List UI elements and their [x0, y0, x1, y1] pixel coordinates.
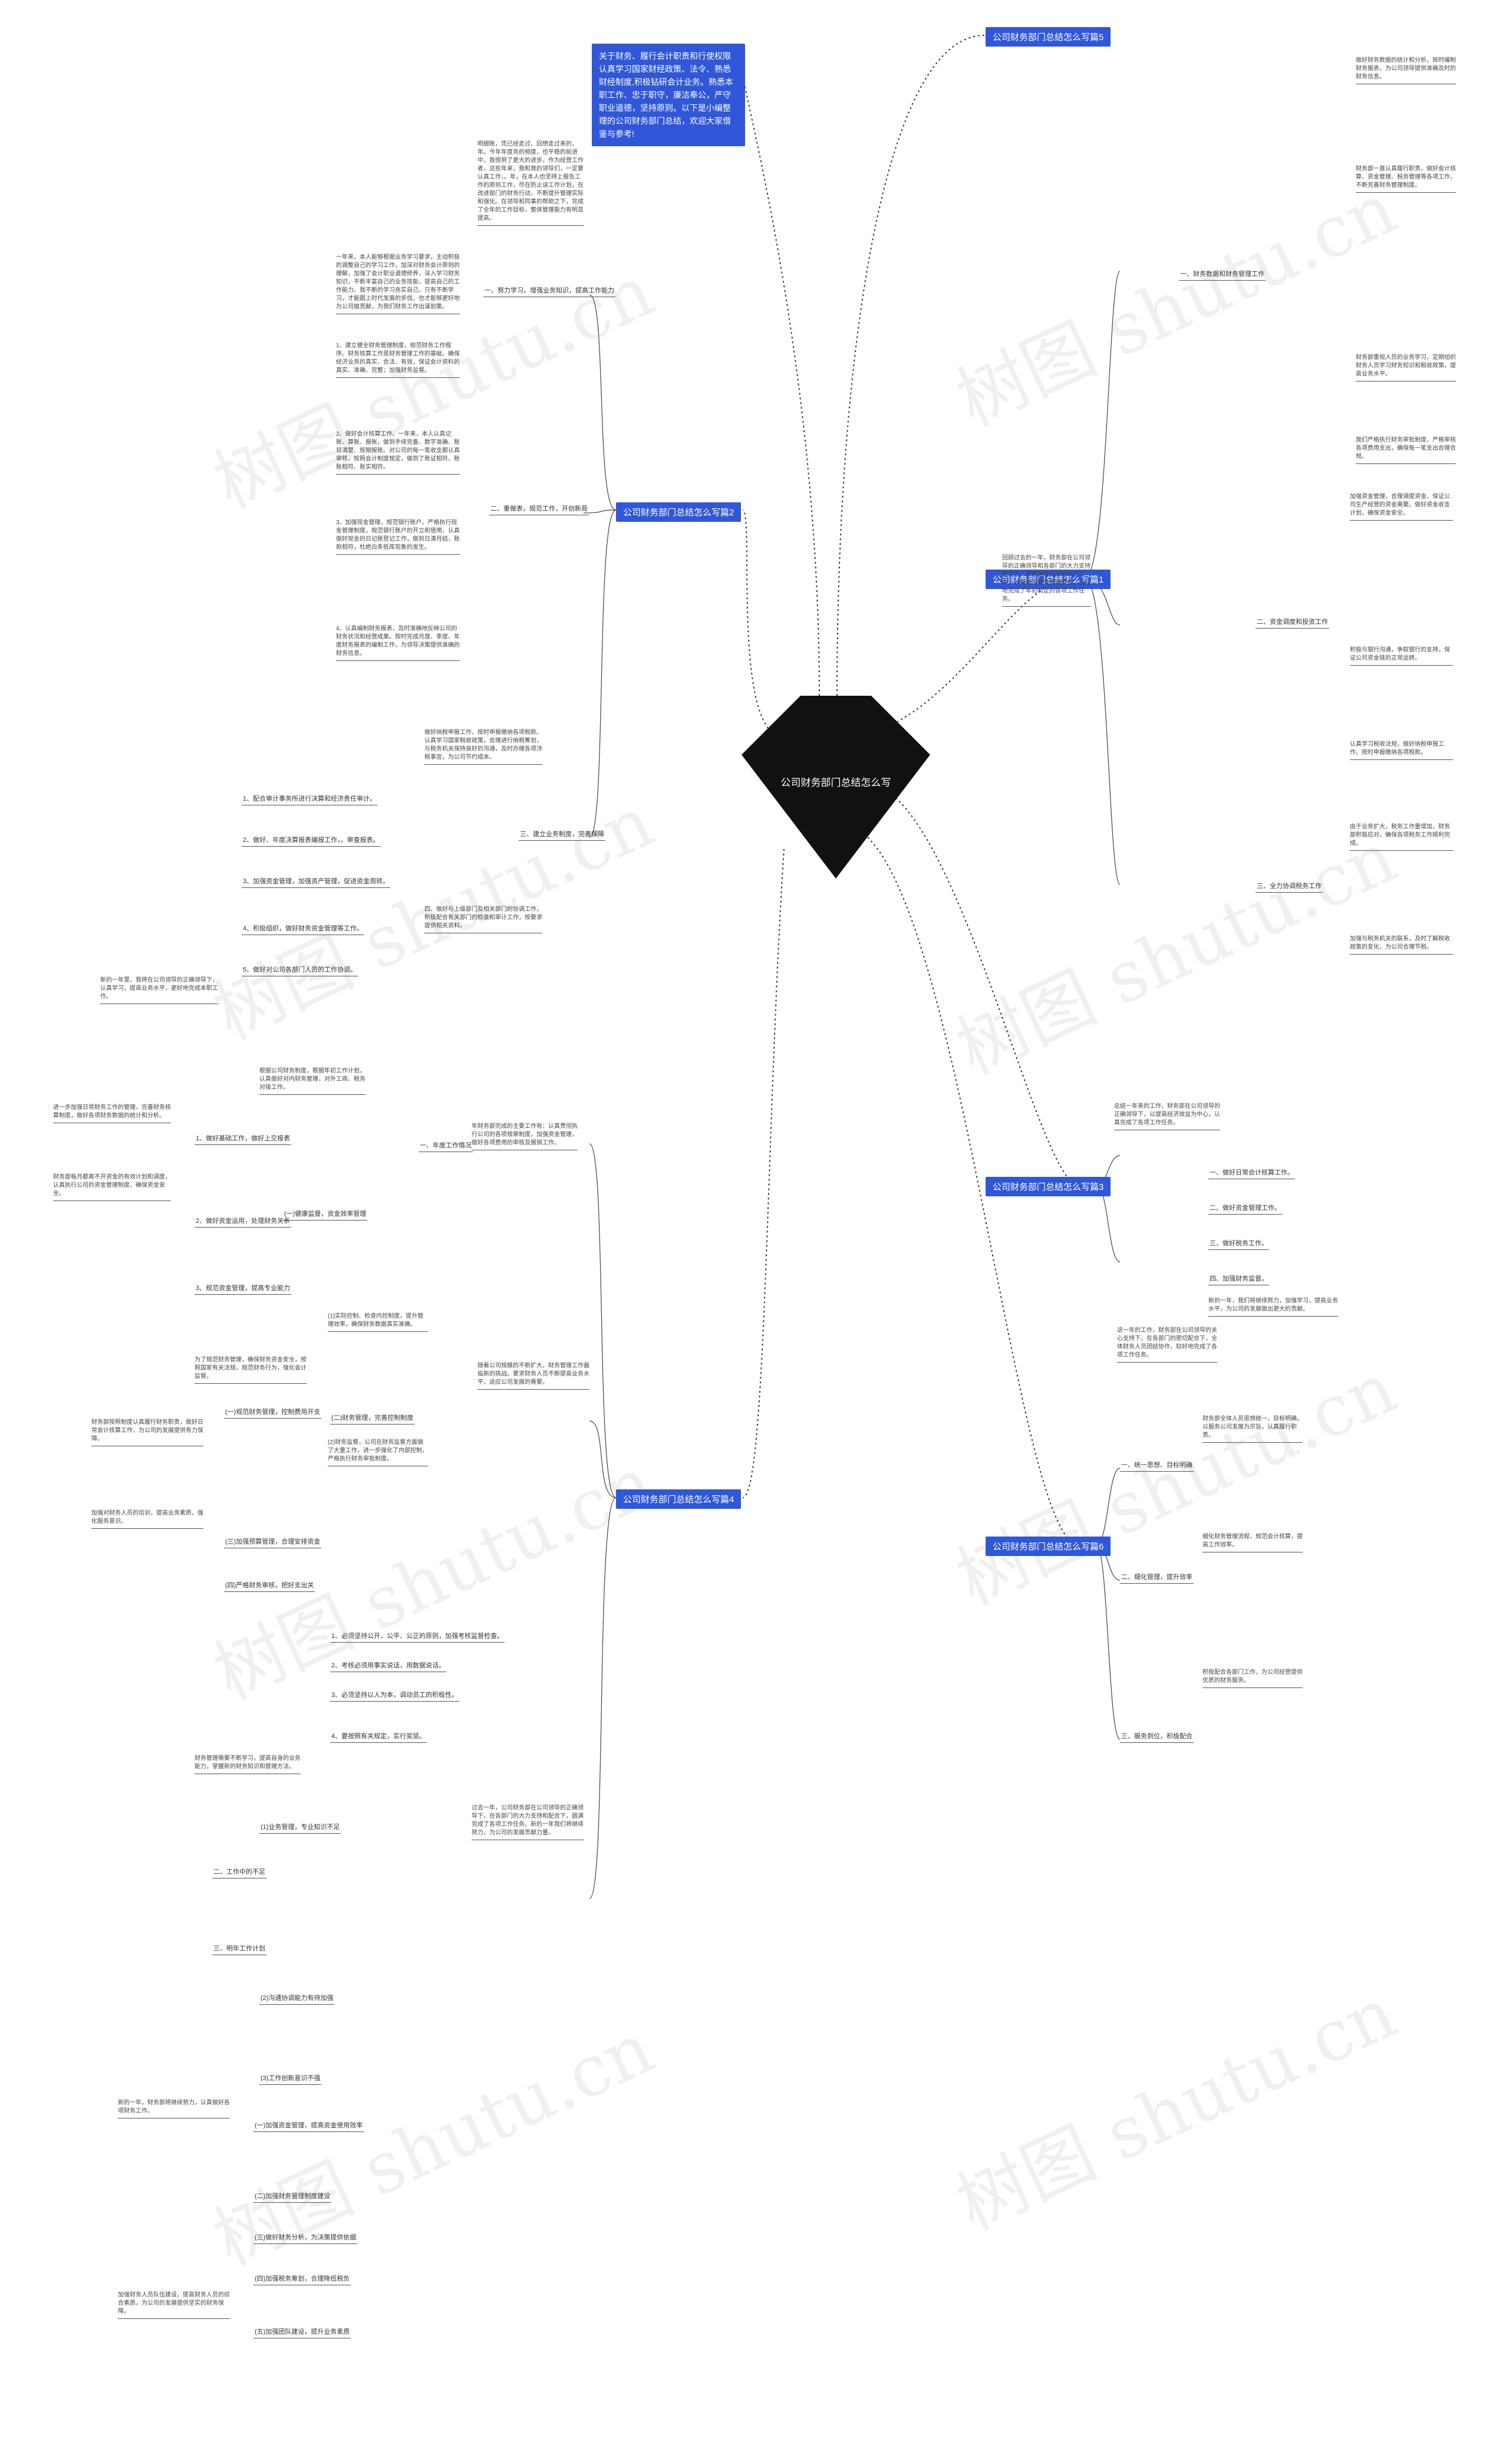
part2-text-3: 1、建立健全财务管理制度，规范财务工作程序。财务核算工作是财务管理工作的基础，确… [336, 342, 460, 378]
part3-right-item-1: 一、做好日常会计核算工作。 [1208, 1167, 1295, 1179]
part4-item2-4: 4、要按照有关规定，实行奖惩。 [330, 1731, 427, 1743]
part1-text-3c: 加强与税务机关的联系，及时了解税收政策的变化，为公司合理节税。 [1350, 935, 1453, 955]
part2-text-9: 新的一年里，我将在公司领导的正确领导下，认真学习，提高业务水平，更好地完成本职工… [100, 976, 218, 1004]
topic-part1[interactable]: 公司财务部门总结怎么写篇1 [986, 570, 1111, 589]
part4-text-10: 加强财务人员队伍建设，提高财务人员的综合素质，为公司的发展提供坚实的财务保障。 [118, 2291, 230, 2319]
part4-c-item-3: (三)做好财务分析，为决策提供依据 [253, 2232, 358, 2244]
part1-heading-1: 一、财务数据和财务管理工作 [1179, 269, 1266, 281]
part1-heading-3: 三、全力协调税务工作 [1256, 881, 1323, 893]
part4-a-item-2: (三)加强预算管理，合理安排资金 [224, 1537, 322, 1548]
part2-text-5: 3、加强现金管理，规范银行账户。严格执行现金管理制度，规范银行账户的开立和使用，… [336, 519, 460, 555]
part4-b-item-2: (2)沟通协调能力有待加强 [259, 1993, 335, 2005]
part6-text-2: 细化财务管理流程，规范会计核算，提高工作效率。 [1202, 1533, 1303, 1552]
part3-right-summary: 总结一年来的工作，财务部在公司领导的正确领导下，以提高经济效益为中心，认真完成了… [1114, 1103, 1220, 1130]
part4-text-1: (1)实际控制、检查内控制度，提升管理效率，确保财务数据真实准确。 [328, 1312, 428, 1332]
part1-text-2b: 积极与银行沟通，争取银行的支持，保证公司资金链的正常运转。 [1350, 646, 1453, 666]
part2-item-2: 2、做好、年度决算报表编报工作，。审查报表。 [242, 835, 381, 847]
central-topic-label: 公司财务部门总结怎么写 [780, 777, 891, 788]
part3-right-item-2: 二、做好资金管理工作。 [1208, 1203, 1282, 1215]
part6-text-3: 积极配合各部门工作，为公司经营提供优质的财务服务。 [1202, 1669, 1303, 1688]
part4-text-3: (2)财务监督，公司在财务监督方面做了大量工作，进一步强化了内部控制，严格执行财… [328, 1439, 428, 1466]
part4-c-item-4: (四)加强税务筹划，合理降低税负 [253, 2274, 351, 2285]
topic-part2[interactable]: 公司财务部门总结怎么写篇2 [616, 502, 742, 522]
part1-text-1a: 做好财务数据的统计和分析，按时编制财务报表，为公司领导提供准确及时的财务信息。 [1356, 57, 1456, 84]
part2-heading-2: 二、重做表，规范工作，开创新局 [489, 504, 589, 515]
part3-left-list-2: 2、做好资金运用，处理财务关系 [195, 1216, 292, 1228]
part2-text-6: 4、认真编制财务报表，及时准确地反映公司的财务状况和经营成果。按时完成月度、季度… [336, 625, 460, 661]
part4-item2-3: 3、必须坚持以人为本，调动员工的积极性。 [330, 1690, 460, 1702]
part3-left-list-head: (一)健康监督，资金效率管理 [283, 1209, 368, 1221]
part4-item2-2: 2、考核必须用事实说话，用数据说话。 [330, 1660, 447, 1672]
part1-text-1c: 财务部重视人员的业务学习，定期组织财务人员学习财务知识和税收政策，提高业务水平。 [1356, 354, 1456, 381]
part4-heading-b: 二、工作中的不足 [212, 1867, 266, 1879]
part4-c-item-5: (五)加强团队建设，提升业务素质 [253, 2327, 351, 2338]
part4-text-2: 随着公司规模的不断扩大，财务管理工作面临新的挑战。要求财务人员不断提高业务水平，… [477, 1362, 589, 1390]
part3-left-text-1: 年财务部完成的主要工作有：认真贯彻执行公司的各项规章制度，加强资金管理，做好各项… [472, 1123, 578, 1150]
part4-text-4: 为了规范财务管理，确保财务资金安全，按照国家有关法规，规范财务行为，强化会计监督… [195, 1356, 307, 1384]
part3-right-text-2: 新的一年，我们将继续努力，加强学习，提高业务水平，为公司的发展做出更大的贡献。 [1208, 1297, 1338, 1317]
part4-heading-a: (二)财务管理，完善控制制度 [330, 1413, 415, 1425]
topic-part6[interactable]: 公司财务部门总结怎么写篇6 [986, 1537, 1111, 1556]
part3-left-summary: 根据公司财务制度，根据年初工作计划，认真做好对内财务管理，对外工商、税务对接工作… [259, 1067, 365, 1095]
part2-text-1: 明细账，凭已经走过、回想走过来的，年。今年年度务的频度，也平稳的前进中，我很努了… [477, 140, 584, 226]
central-topic[interactable]: 公司财务部门总结怎么写 [742, 696, 930, 879]
intro-node[interactable]: 关于财务、履行会计职责和行使权限认真学习国家财经政策、法令、熟悉财经制度,积极钻… [592, 44, 745, 146]
part3-left-list-1: 1、做好基础工作，做好上交报表 [195, 1133, 292, 1145]
part1-text-3a: 认真学习税收法规，做好纳税申报工作。按时申报缴纳各项税款。 [1350, 741, 1453, 760]
part3-left-list-3: 3、规范资金管理，提高专业能力 [195, 1283, 292, 1295]
part4-a-item-3: (四)严格财务审核，把好支出关 [224, 1580, 315, 1592]
part4-c-item-1: (一)加强资金管理，提高资金使用效率 [253, 2120, 364, 2132]
part4-heading-c: 三、明年工作计划 [212, 1943, 266, 1955]
part2-text-8: 四、做好与上级部门及相关部门的协调工作，积极配合有关部门的检查和审计工作，按要求… [424, 906, 542, 933]
part4-text-8: 财务管理需要不断学习，提高自身的业务能力，掌握新的财务知识和管理方法。 [195, 1755, 301, 1774]
part3-left-heading-1: 一、年度工作情况 [419, 1140, 473, 1152]
part2-text-4: 2、做好会计核算工作。一年来，本人认真记账、算账、报账，做到手续完备、数字准确、… [336, 430, 460, 475]
part2-item-1: 1、配合审计事务所进行决算和经济责任审计。 [242, 794, 378, 805]
part6-heading-1: 一、统一思想、目标明确 [1120, 1460, 1194, 1472]
part2-text-2: 一年来，本人能够根据业务学习要求，主动积极的调整自己的学习工作，加深对财务会计原… [336, 254, 460, 314]
part1-heading-2: 二、资金调度和投资工作 [1256, 617, 1329, 629]
part2-text-7: 做好纳税申报工作，按时申报缴纳各项税款。认真学习国家税收政策，合理进行纳税筹划，… [424, 729, 542, 765]
topic-part4[interactable]: 公司财务部门总结怎么写篇4 [616, 1489, 742, 1509]
part1-text-1d: 我们严格执行财务审批制度，严格审核各项费用支出，确保每一笔支出合理合规。 [1356, 436, 1456, 464]
part3-right-item-4: 四、加强财务监督。 [1208, 1274, 1269, 1285]
part2-item-4: 4、积极组织，做好财务资金管理等工作。 [242, 923, 365, 935]
part4-b-item-1: (1)业务管理，专业知识不足 [259, 1822, 341, 1834]
topic-part3[interactable]: 公司财务部门总结怎么写篇3 [986, 1177, 1111, 1196]
part4-a-item-1: (一)规范财务管理，控制费用开支 [224, 1407, 322, 1419]
part1-text-2a: 加强资金管理，合理调度资金，保证公司生产经营的资金需要。做好资金收支计划，确保资… [1350, 493, 1453, 521]
part2-item-3: 3、加强资金管理，加强资产管理，促进资金周转。 [242, 876, 391, 888]
topic-part5[interactable]: 公司财务部门总结怎么写篇5 [986, 27, 1111, 47]
part4-text-9: 新的一年，财务部将继续努力，认真做好各项财务工作。 [118, 2099, 230, 2118]
part2-heading-1: 一、努力学习，增强业务知识，提高工作能力 [483, 285, 615, 297]
part3-left-text-2: 进一步加强日常财务工作的管理，完善财务核算制度，做好各项财务数据的统计和分析。 [53, 1104, 171, 1123]
part6-text-1: 财务部全体人员思想统一，目标明确，以服务公司发展为宗旨，认真履行职责。 [1202, 1415, 1303, 1443]
part4-b-item-3: (3)工作创新意识不强 [259, 2073, 322, 2085]
part2-heading-3: 三、建立业务制度，完善保障 [519, 829, 605, 841]
part1-text-3b: 由于业务扩大，税务工作量增加，财务部积极应对，确保各项税务工作顺利完成。 [1350, 823, 1453, 851]
part4-text-6: 加强对财务人员的培训，提高业务素质，强化服务意识。 [91, 1509, 203, 1529]
part4-text-7: 过去一年，公司财务部在公司领导的正确领导下，在各部门的大力支持和配合下，圆满完成… [472, 1804, 584, 1840]
part1-summary: 回顾过去的一年，财务部在公司领导的正确领导和各部门的大力支持配合下，紧紧围绕公司… [1002, 554, 1090, 607]
part2-item-5: 5、做好对公司各部门人员的工作协调。 [242, 965, 358, 976]
part6-summary: 这一年的工作，财务部在公司领导的关心支持下，在各部门的密切配合下，全体财务人员团… [1117, 1327, 1217, 1363]
part4-c-item-2: (二)加强财务管理制度建设 [253, 2191, 332, 2203]
part6-heading-3: 三、服务到位，积极配合 [1120, 1731, 1194, 1743]
part1-text-1b: 财务部一直认真履行职责，做好会计核算、资金管理、税务管理等各项工作，不断完善财务… [1356, 165, 1456, 193]
part4-text-5: 财务部按照制度认真履行财务职责，做好日常会计核算工作，为公司的发展提供有力保障。 [91, 1419, 203, 1446]
part3-right-item-3: 三、做好税务工作。 [1208, 1238, 1269, 1250]
part3-left-text-3: 财务部每月都离不开资金的有效计划和调度，认真执行公司的资金管理制度，确保资金安全… [53, 1173, 171, 1201]
part4-item2-1: 1、必须坚持公开、公平、公正的原则，加强考核监督检查。 [330, 1631, 505, 1643]
part6-heading-2: 二、细化管理，提升效率 [1120, 1572, 1194, 1584]
